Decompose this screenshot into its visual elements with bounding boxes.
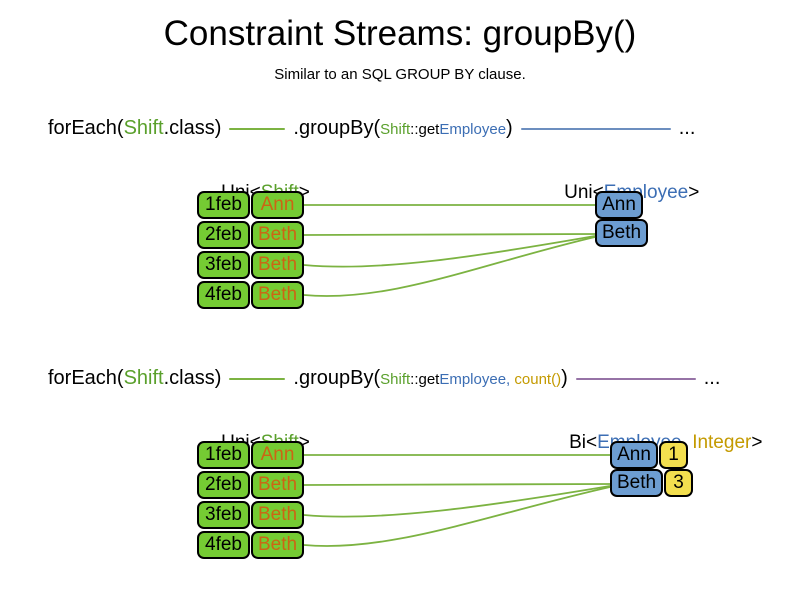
- ellipsis: ...: [703, 367, 721, 389]
- shift-employee-cell: Beth: [251, 471, 304, 499]
- groupby-arg-property: Employee: [439, 371, 507, 388]
- groupby-call: .groupBy(: [293, 117, 381, 139]
- shift-date-cell: 4feb: [197, 531, 250, 559]
- group-row: Beth 3: [610, 469, 694, 497]
- connector-4feb-beth: [303, 236, 596, 297]
- foreach-call: forEach(: [48, 117, 124, 139]
- group-count-cell: 1: [659, 441, 688, 469]
- table-row: 3feb Beth: [197, 501, 304, 529]
- stream-connector-line: [229, 377, 286, 380]
- shift-employee-cell: Beth: [251, 221, 304, 249]
- group-row: Ann 1: [610, 441, 693, 469]
- foreach-call: forEach(: [48, 367, 124, 389]
- groupby-arg-accessor: ::get: [410, 371, 440, 388]
- connector-3feb-beth-2: [303, 485, 611, 518]
- table-row: 3feb Beth: [197, 251, 304, 279]
- group-count-cell: 3: [664, 469, 694, 497]
- shift-date-cell: 1feb: [197, 191, 250, 219]
- connector-2feb-beth-2: [303, 483, 611, 486]
- groupby-close: ): [561, 367, 568, 389]
- group-employee-cell: Ann: [595, 191, 643, 219]
- shift-employee-cell: Beth: [251, 531, 304, 559]
- code-line-2: forEach(Shift.class) .groupBy(Shift::get…: [48, 367, 720, 390]
- group-row: Beth: [595, 219, 649, 247]
- subtitle: Similar to an SQL GROUP BY clause.: [274, 66, 526, 83]
- group-result-1: Ann Beth: [595, 191, 649, 247]
- table-row: 4feb Beth: [197, 531, 304, 559]
- shift-employee-cell: Beth: [251, 281, 304, 309]
- group-row: Ann: [595, 191, 649, 219]
- foreach-rest: .class): [163, 367, 222, 389]
- ellipsis: ...: [678, 117, 696, 139]
- table-row: 1feb Ann: [197, 191, 304, 219]
- foreach-arg-type: Shift: [123, 117, 164, 139]
- shift-date-cell: 3feb: [197, 251, 250, 279]
- group-employee-cell: Beth: [595, 219, 649, 247]
- group-employee-cell: Ann: [610, 441, 658, 469]
- shift-table-1: 1feb Ann 2feb Beth 3feb Beth 4feb Beth: [197, 191, 304, 311]
- shift-date-cell: 2feb: [197, 471, 250, 499]
- connector-2feb-beth: [303, 233, 596, 236]
- groupby-close: ): [506, 117, 513, 139]
- connector-4feb-beth-2: [303, 486, 611, 547]
- group-employee-cell: Beth: [610, 469, 664, 497]
- code-line-1: forEach(Shift.class) .groupBy(Shift::get…: [48, 117, 695, 140]
- shift-date-cell: 1feb: [197, 441, 250, 469]
- groupby-call: .groupBy(: [293, 367, 381, 389]
- stream-connector-line: [229, 127, 286, 130]
- table-row: 4feb Beth: [197, 281, 304, 309]
- shift-employee-cell: Beth: [251, 501, 304, 529]
- page-title: Constraint Streams: groupBy(): [163, 14, 637, 53]
- shift-table-2: 1feb Ann 2feb Beth 3feb Beth 4feb Beth: [197, 441, 304, 561]
- foreach-rest: .class): [163, 117, 222, 139]
- groupby-arg-separator: ,: [506, 371, 515, 388]
- groupby-arg-property: Employee: [439, 121, 507, 138]
- table-row: 1feb Ann: [197, 441, 304, 469]
- result-connector-line: [575, 377, 696, 380]
- shift-employee-cell: Ann: [251, 191, 304, 219]
- groupby-arg-accessor: ::get: [410, 121, 440, 138]
- shift-employee-cell: Beth: [251, 251, 304, 279]
- groupby-arg-type: Shift: [380, 371, 411, 388]
- shift-employee-cell: Ann: [251, 441, 304, 469]
- connector-3feb-beth: [303, 235, 596, 268]
- groupby-arg-type: Shift: [380, 121, 411, 138]
- shift-date-cell: 3feb: [197, 501, 250, 529]
- shift-date-cell: 4feb: [197, 281, 250, 309]
- shift-date-cell: 2feb: [197, 221, 250, 249]
- foreach-arg-type: Shift: [123, 367, 164, 389]
- table-row: 2feb Beth: [197, 471, 304, 499]
- group-result-2: Ann 1 Beth 3: [610, 441, 694, 497]
- result-connector-line: [520, 127, 671, 130]
- groupby-arg-count: count(): [514, 371, 562, 388]
- table-row: 2feb Beth: [197, 221, 304, 249]
